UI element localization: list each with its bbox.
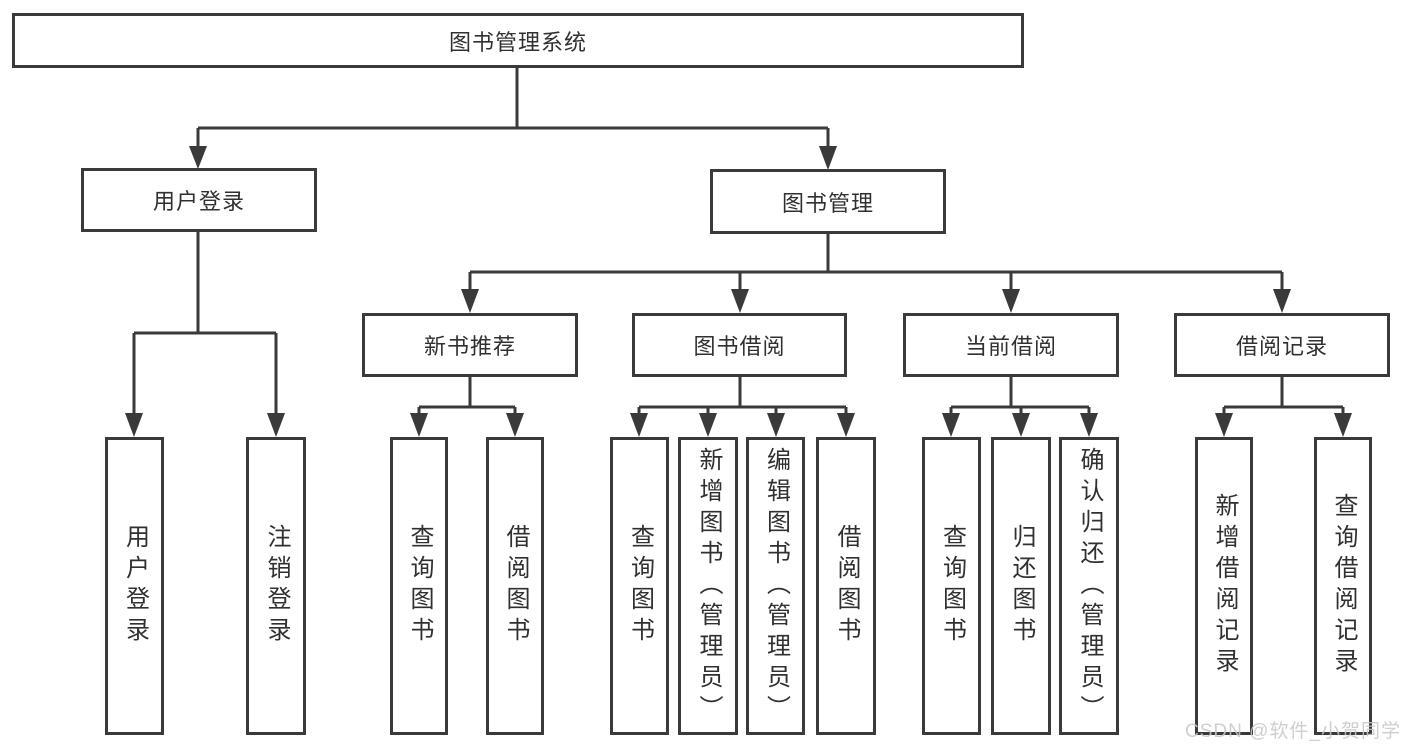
node-label: 用户登录 xyxy=(152,189,245,214)
leaf-user-login: 用户登录 xyxy=(105,437,164,735)
connector-borrow-records xyxy=(1215,377,1352,437)
node-book-borrow: 图书借阅 xyxy=(632,313,847,377)
node-label: 图书管理 xyxy=(781,190,874,216)
node-user-login: 用户登录 xyxy=(81,168,317,232)
leaf-confirm-return-admin: 确认归还（管理员） xyxy=(1059,437,1119,735)
node-book-management: 图书管理 xyxy=(710,169,946,234)
leaf-edit-books-admin: 编辑图书（管理员） xyxy=(746,437,805,735)
connector-root-to-level2 xyxy=(189,68,837,170)
node-label: 查询借阅记录 xyxy=(1330,493,1357,679)
leaf-query-borrow-record: 查询借阅记录 xyxy=(1314,437,1372,735)
leaf-add-borrow-record: 新增借阅记录 xyxy=(1195,437,1253,735)
node-label: 借阅记录 xyxy=(1235,334,1328,359)
connector-new-book-recommend xyxy=(410,377,524,437)
node-label: 借阅图书 xyxy=(502,524,529,648)
connector-book-management-branch xyxy=(461,234,1291,313)
leaf-query-books-recommend: 查询图书 xyxy=(390,437,448,735)
leaf-query-books-borrow: 查询图书 xyxy=(610,437,669,735)
node-new-book-recommend: 新书推荐 xyxy=(362,313,578,377)
node-label: 确认归还（管理员） xyxy=(1076,446,1103,726)
node-label: 编辑图书（管理员） xyxy=(762,446,790,726)
node-label: 用户登录 xyxy=(121,524,149,648)
leaf-return-books: 归还图书 xyxy=(991,437,1051,735)
node-label: 归还图书 xyxy=(1008,524,1035,648)
node-label: 新增图书（管理员） xyxy=(695,446,722,726)
node-label: 查询图书 xyxy=(626,524,654,648)
node-label: 查询图书 xyxy=(938,524,966,648)
leaf-logout-login: 注销登录 xyxy=(246,437,306,735)
connector-book-borrow xyxy=(630,377,855,437)
node-borrow-records: 借阅记录 xyxy=(1174,313,1390,377)
node-root: 图书管理系统 xyxy=(12,13,1024,68)
node-label: 图书管理系统 xyxy=(448,29,587,55)
leaf-borrow-books: 借阅图书 xyxy=(816,437,876,735)
leaf-query-books-current: 查询图书 xyxy=(922,437,981,735)
node-label: 新书推荐 xyxy=(423,334,516,359)
node-label: 新增借阅记录 xyxy=(1211,493,1238,679)
node-label: 借阅图书 xyxy=(833,524,860,648)
leaf-add-books-admin: 新增图书（管理员） xyxy=(678,437,738,735)
node-label: 注销登录 xyxy=(263,524,290,648)
leaf-borrow-books-recommend: 借阅图书 xyxy=(486,437,544,735)
node-current-borrow: 当前借阅 xyxy=(903,313,1119,377)
node-label: 图书借阅 xyxy=(693,334,786,359)
connector-current-borrow xyxy=(942,377,1098,437)
node-label: 当前借阅 xyxy=(964,334,1057,359)
node-label: 查询图书 xyxy=(406,524,433,648)
watermark: CSDN @软件_小贺同学 xyxy=(1185,721,1401,742)
connector-user-login-branch xyxy=(125,232,285,437)
